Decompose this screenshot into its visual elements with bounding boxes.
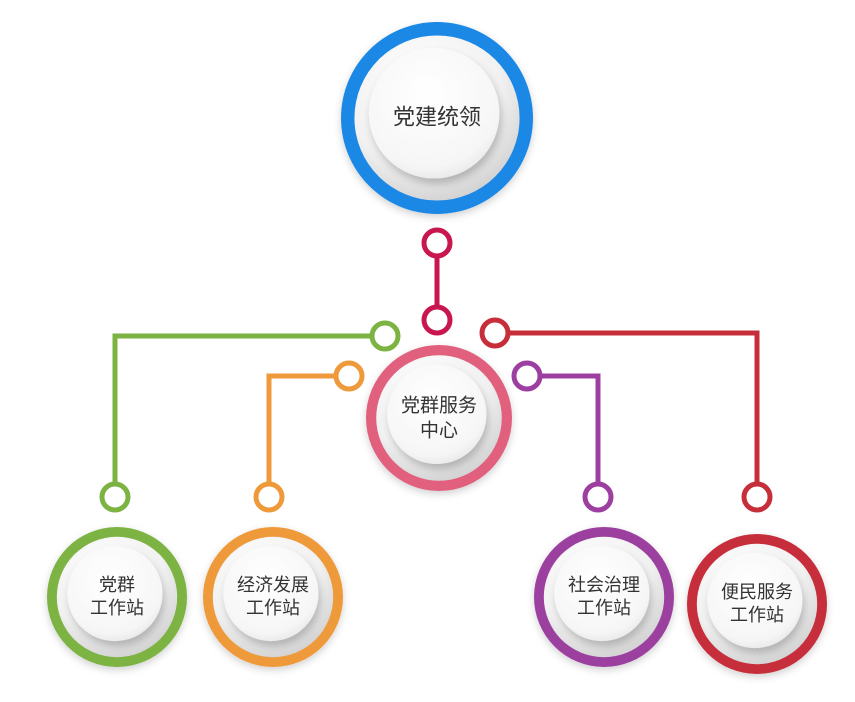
node-label-line: 社会治理 [568,575,640,596]
node-label-line: 工作站 [90,598,144,619]
dot-economic-end [253,481,285,513]
node-label-line: 党建统领 [393,106,481,131]
root-node: 党建统领 [341,22,533,214]
node-label-line: 工作站 [730,605,784,626]
dot-center-top [421,304,453,336]
node-inner-disc [387,364,487,464]
node-label-line: 党群 [99,575,135,596]
node-label-line: 中心 [420,419,458,441]
dot-social-start [511,360,543,392]
dot-party-mass-start [369,320,401,352]
dot-root-bottom [421,227,453,259]
dot-economic-start [333,360,365,392]
dot-social-end [582,481,614,513]
node-label-line: 工作站 [577,598,631,619]
node-label-line: 党群服务 [401,395,477,417]
node-inner-disc [223,545,319,642]
dot-convenience-end [741,481,773,513]
connector-lines [112,256,760,484]
node-label-line: 便民服务 [721,582,793,603]
connector-party-mass [112,333,372,484]
dot-party-mass-end [99,481,131,513]
dot-convenience-start [479,317,511,349]
connector-convenience [508,330,760,484]
node-inner-disc [67,545,163,642]
node-label-line: 工作站 [246,598,300,619]
connector-dots [99,227,773,513]
node-label-line: 经济发展 [237,575,309,596]
node-inner-disc [368,47,500,179]
node-inner-disc [707,552,803,649]
connector-economic [266,373,336,484]
connector-social-governance [540,373,601,484]
node-inner-disc [554,545,650,642]
